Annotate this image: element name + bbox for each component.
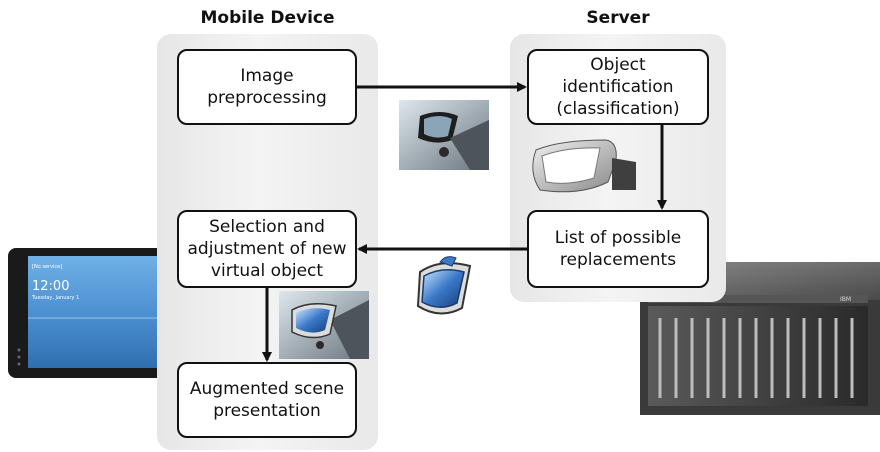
blue-mirror-icon [416, 256, 472, 315]
augmented-scene-box: Augmented scene presentation [177, 362, 357, 438]
tablet-date-text: Tuesday, January 1 [31, 295, 79, 301]
possible-replacements-box: List of possible replacements [527, 210, 709, 288]
selection-adjustment-box: Selection and adjustment of new virtual … [177, 210, 357, 288]
image-preprocessing-box: Image preprocessing [177, 49, 357, 125]
mobile-device-title: Mobile Device [200, 8, 335, 28]
server-brand-text: IBM [840, 296, 851, 303]
mirror-shell-icon [532, 139, 636, 193]
car-mirror-photo [399, 100, 489, 170]
tablet-time-text: 12:00 [32, 279, 69, 294]
augmented-mirror-photo [279, 291, 369, 359]
object-identification-box: Object identification (classification) [527, 49, 709, 125]
server-title: Server [586, 8, 650, 28]
tablet-status-text: [No service] [32, 264, 62, 270]
